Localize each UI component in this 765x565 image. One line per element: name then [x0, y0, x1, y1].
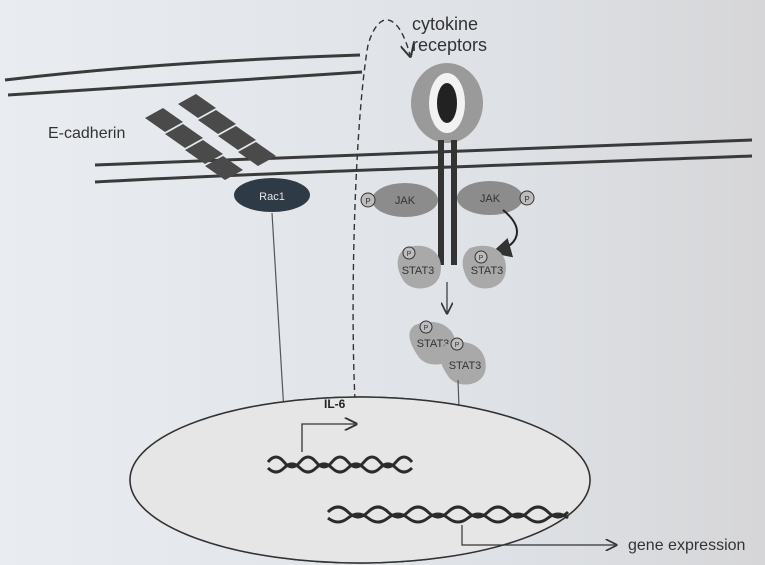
- phospho-stat3-left-label: P: [407, 251, 412, 258]
- stat3-left-label: STAT3: [402, 265, 435, 277]
- jak-left-label: JAK: [395, 195, 416, 207]
- phospho-dimer-bottom-label: P: [455, 342, 460, 349]
- phospho-jak-right-label: P: [524, 195, 529, 204]
- cytokine-label: cytokine: [412, 14, 478, 34]
- receptors-label: receptors: [412, 35, 487, 55]
- phospho-dimer-top-label: P: [424, 325, 429, 332]
- stat3-right-label: STAT3: [471, 265, 504, 277]
- il6-gene-label: IL-6: [324, 397, 346, 411]
- e-cadherin-label: E-cadherin: [48, 125, 125, 142]
- nucleus-outline: [130, 397, 590, 563]
- rac1-label: Rac1: [259, 191, 285, 203]
- gene-expression-label: gene expression: [628, 537, 745, 554]
- phospho-stat3-right-label: P: [479, 255, 484, 262]
- stat3-dimer-bottom-label: STAT3: [449, 360, 482, 372]
- phospho-jak-left-label: P: [365, 197, 370, 206]
- jak-right-label: JAK: [480, 193, 501, 205]
